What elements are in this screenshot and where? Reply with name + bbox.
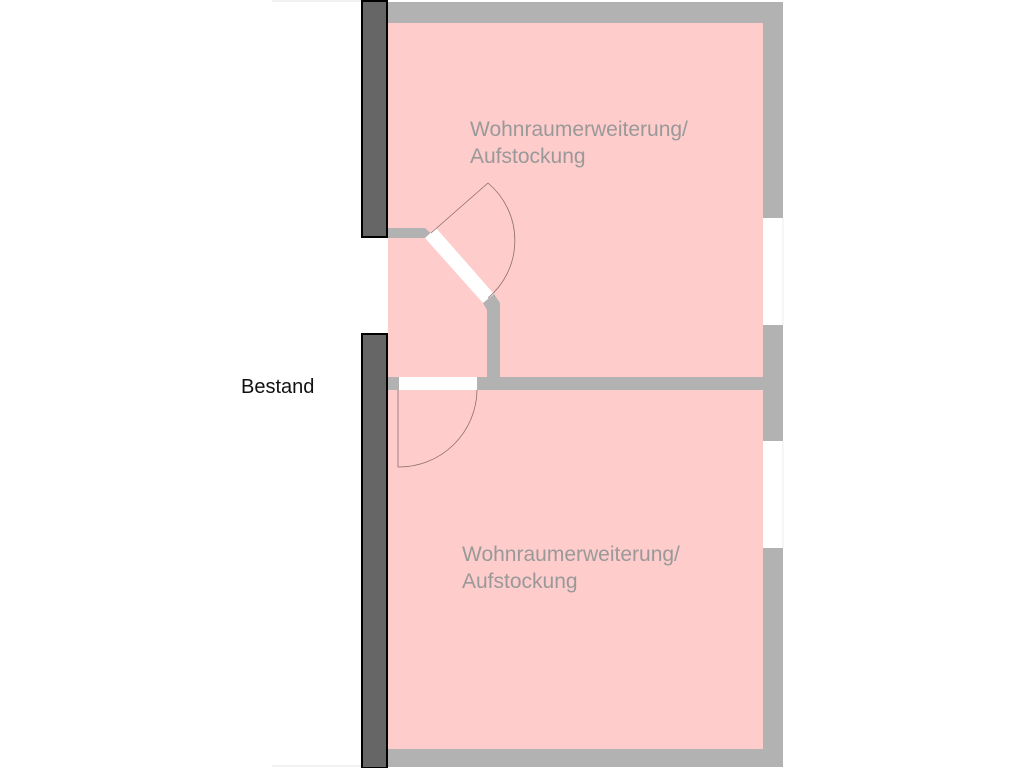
interior-wall-vertical — [487, 303, 500, 383]
window-upper — [763, 218, 783, 325]
interior-wall-stub — [388, 228, 436, 238]
room-lower — [388, 390, 763, 749]
lower-door-opening[interactable] — [399, 377, 477, 390]
existing-building-label: Bestand — [241, 376, 315, 398]
door-swing-lower — [397, 389, 478, 468]
diagonal-door-opening[interactable] — [425, 228, 494, 303]
divider-wall — [388, 377, 763, 390]
window-lower — [763, 441, 783, 548]
room-label-lower: Wohnraumerweiterung/ Aufstockung — [462, 543, 680, 593]
door-swing-upper — [430, 182, 516, 299]
existing-wall-upper — [361, 0, 388, 238]
room-label-upper: Wohnraumerweiterung/ Aufstockung — [470, 118, 688, 168]
existing-wall-lower — [361, 333, 388, 769]
vestibule — [388, 238, 488, 377]
